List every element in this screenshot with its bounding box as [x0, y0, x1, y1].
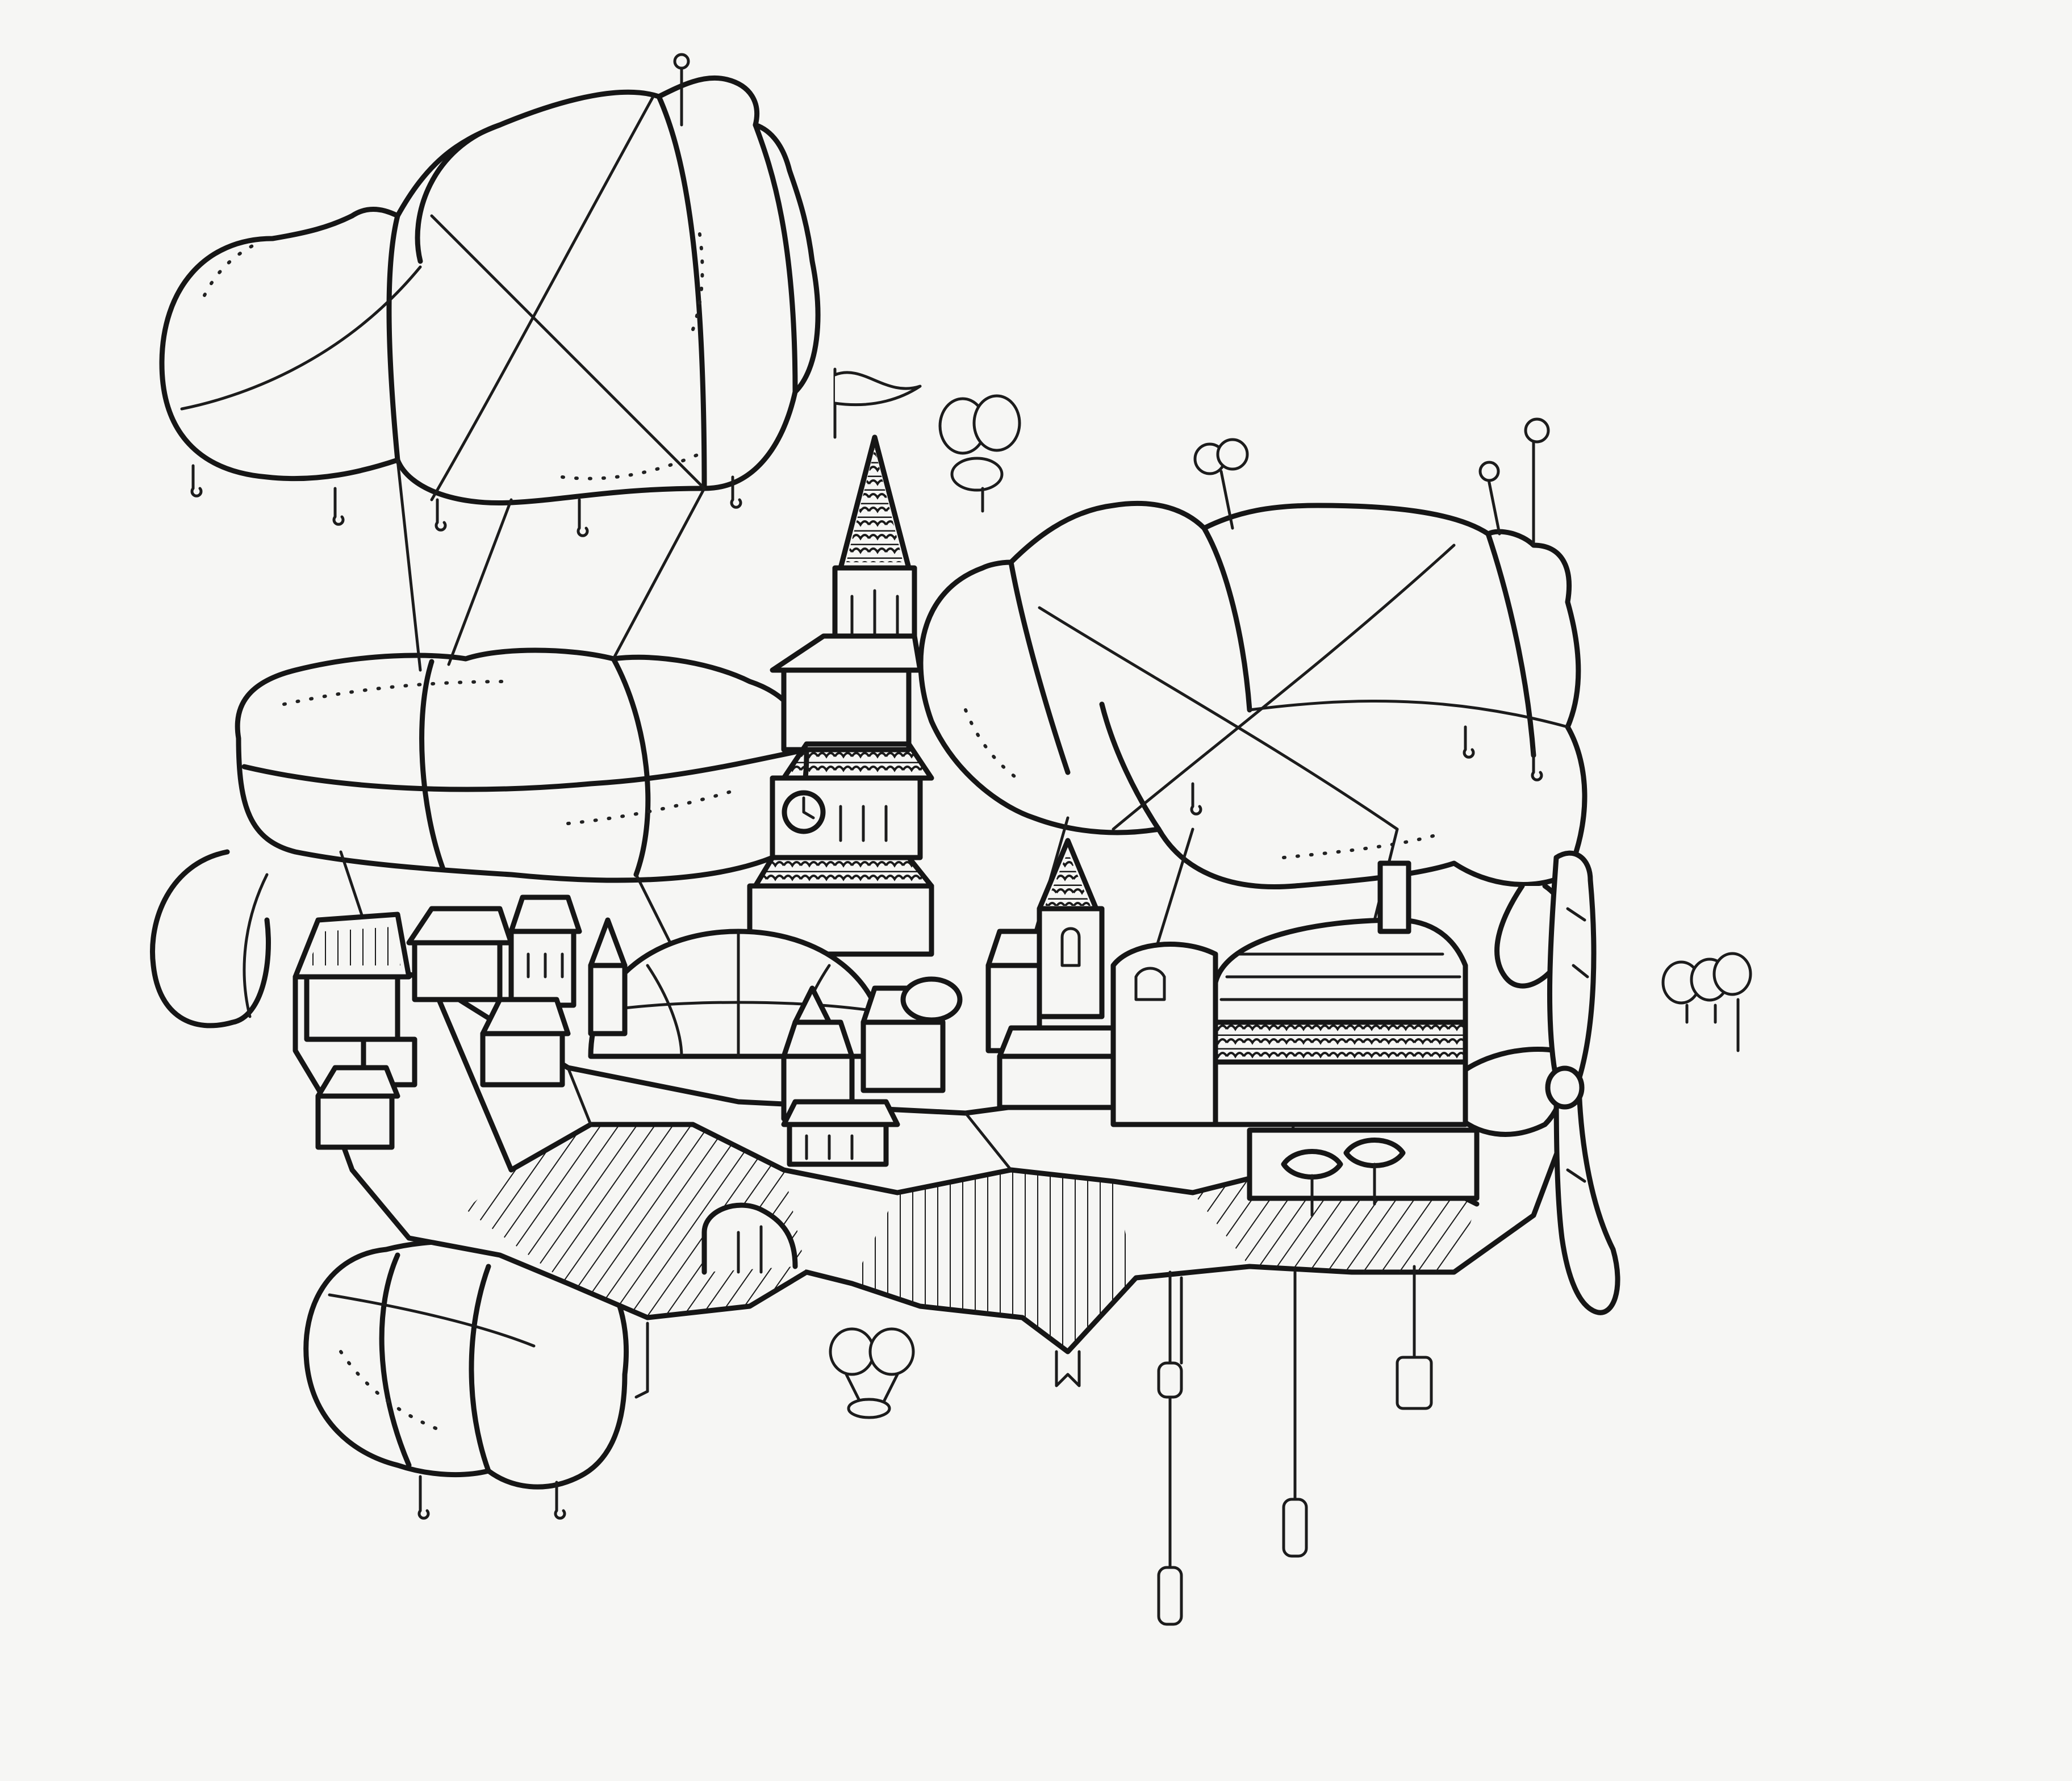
satellite-dishes [1281, 1138, 1406, 1217]
right-large-balloon [918, 417, 1588, 989]
small-balloon-bundle-top [938, 394, 1021, 513]
right-church [985, 838, 1127, 1110]
small-balloon-bundle-bottom [829, 1327, 915, 1419]
city-buildings [293, 367, 1480, 1217]
left-house-cluster [293, 894, 628, 1150]
arcade-hall [1110, 860, 1480, 1201]
small-balloon-bundle-right [1661, 952, 1752, 1052]
middle-house-cluster [781, 976, 963, 1167]
balloon-top-left-outer [159, 75, 821, 506]
top-left-balloon-cluster [159, 53, 821, 537]
clock-tower [747, 367, 934, 957]
propeller-engine [1451, 850, 1620, 1315]
left-middle-balloon [150, 647, 809, 1029]
